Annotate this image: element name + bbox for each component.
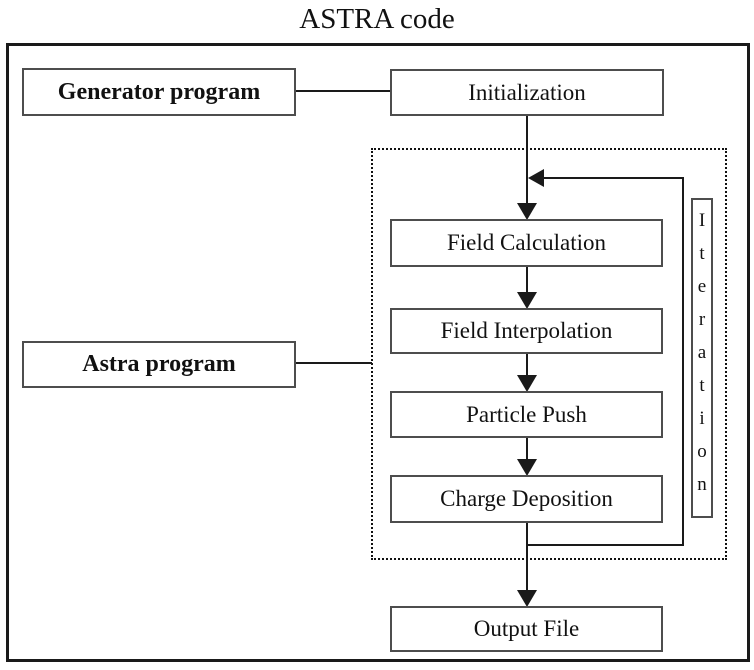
line-fieldinterp-particlepush (526, 354, 528, 377)
line-particlepush-chargedep (526, 438, 528, 461)
iteration-dotted-region (371, 148, 727, 560)
node-astra-program-label: Astra program (82, 351, 236, 377)
feedback-line-right (682, 177, 684, 546)
node-charge-deposition-label: Charge Deposition (440, 486, 613, 511)
arrowhead-into-particle-push (517, 375, 537, 392)
arrowhead-into-charge-deposition (517, 459, 537, 476)
connector-astra-iteration-region (296, 362, 372, 364)
feedback-line-bottom (527, 544, 684, 546)
node-initialization-label: Initialization (468, 79, 586, 105)
arrowhead-into-output-file (517, 590, 537, 607)
iteration-label: Iteration (691, 209, 713, 507)
node-field-calculation-label: Field Calculation (446, 230, 607, 255)
node-charge-deposition: Charge Deposition (390, 475, 663, 523)
connector-generator-initialization (296, 90, 390, 92)
node-particle-push: Particle Push (390, 391, 663, 438)
diagram-title: ASTRA code (299, 3, 455, 35)
node-field-interpolation: Field Interpolation (390, 308, 663, 354)
node-generator-program-label: Generator program (57, 78, 261, 105)
line-fieldcalc-fieldinterp (526, 267, 528, 294)
line-initialization-down (526, 116, 528, 205)
node-initialization: Initialization (390, 69, 664, 116)
iteration-label-box: Iteration (691, 198, 713, 518)
node-field-interpolation-label: Field Interpolation (440, 318, 613, 343)
arrowhead-into-field-calculation (517, 203, 537, 220)
line-chargedep-outputfile (526, 523, 528, 592)
node-generator-program: Generator program (22, 68, 296, 116)
node-output-file: Output File (390, 606, 663, 652)
arrowhead-feedback-left (528, 169, 544, 187)
node-field-calculation: Field Calculation (390, 219, 663, 267)
feedback-line-top (544, 177, 683, 179)
node-particle-push-label: Particle Push (466, 401, 587, 427)
arrowhead-into-field-interpolation (517, 292, 537, 309)
node-output-file-label: Output File (473, 616, 580, 641)
node-astra-program: Astra program (22, 341, 296, 388)
